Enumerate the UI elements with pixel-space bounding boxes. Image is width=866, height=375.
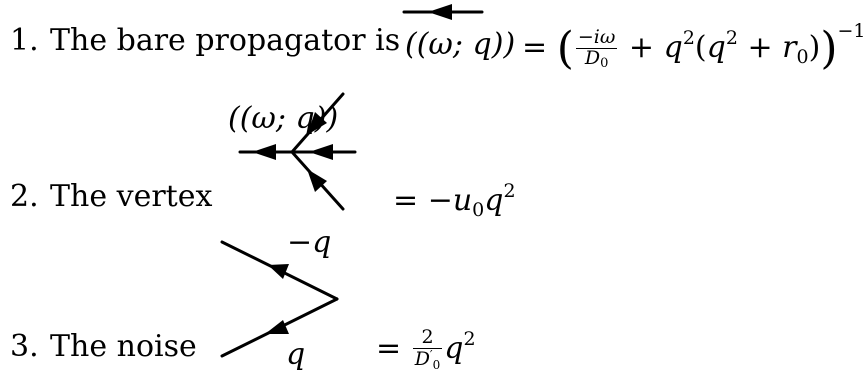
rule-1-frac-num: −iω	[575, 25, 618, 49]
rule-2-number: 2.	[10, 179, 39, 214]
rule-3-upper-label: −q	[287, 225, 332, 260]
rule-3-frac-den: D′0	[413, 349, 443, 372]
rule-3-frac-den-prime: ′	[429, 347, 433, 362]
vertex-middle-arrow-icon	[309, 144, 333, 160]
rule-1-line-label-text: (ω; q)	[416, 27, 504, 62]
rule-3-frac-num: 2	[412, 327, 443, 349]
feynman-rules-figure: 1. The bare propagator is ((ω; q)) = (−i…	[10, 4, 866, 372]
rule-1-frac-den: D0	[576, 46, 618, 71]
rule-3-lower-label: q	[286, 337, 306, 372]
rule-1-label: The bare propagator is	[50, 23, 401, 58]
rule-1-close-paren: )	[820, 23, 838, 74]
rule-2-label: The vertex	[50, 179, 213, 214]
rule-1-line-label: ((ω; q))	[405, 27, 516, 62]
rule-1-plus: +	[628, 30, 655, 65]
rule-1-r-sub: 0	[796, 46, 809, 68]
rule-1-open-paren: (	[556, 23, 574, 74]
rule-1-frac-den-D: D	[584, 46, 601, 69]
rule-2-line-label: ((ω; q))	[228, 101, 339, 136]
rule-1-frac-den-sub: 0	[600, 55, 609, 71]
vertex-lower-arrow-icon	[307, 169, 327, 192]
noise-lower-arrow-icon	[265, 320, 289, 334]
rule-2-expression: = −u0q2	[393, 182, 516, 220]
rule-3-equals: =	[376, 330, 402, 366]
propagator-arrow-icon	[428, 4, 452, 20]
rule-2-q-sq: 2	[503, 180, 516, 202]
rule-3-q-sq: 2	[463, 327, 476, 350]
rule-1-q2-sq: 2	[725, 27, 738, 49]
rule-1-r: r	[782, 30, 797, 65]
rule-1-q: q	[663, 30, 683, 65]
rule-2-minus-u: −u	[427, 183, 473, 218]
rule-3-label: The noise	[50, 329, 197, 364]
rule-2-equals: =	[393, 183, 419, 218]
rule-1-q-sq: 2	[682, 27, 695, 49]
diagram-layer	[220, 4, 484, 358]
rule-3-q: q	[444, 330, 464, 366]
rule-1-q2: q	[706, 30, 726, 65]
noise-upper-arrow-icon	[268, 264, 289, 279]
vertex-upper-arrow-icon	[307, 112, 327, 135]
vertex-left-arrow-icon	[252, 144, 276, 160]
rule-1-exponent: −1	[837, 20, 866, 42]
rule-3-frac-den-sub: 0	[432, 357, 441, 372]
rule-2-q: q	[484, 183, 504, 218]
rule-1-equals: =	[522, 30, 548, 65]
rule-1-plus-2: +	[747, 30, 773, 65]
rule-3-number: 3.	[10, 329, 39, 364]
rule-2-u-sub: 0	[472, 199, 485, 221]
rule-1-number: 1.	[10, 23, 39, 58]
rule-3-frac-den-D: D	[414, 347, 430, 370]
